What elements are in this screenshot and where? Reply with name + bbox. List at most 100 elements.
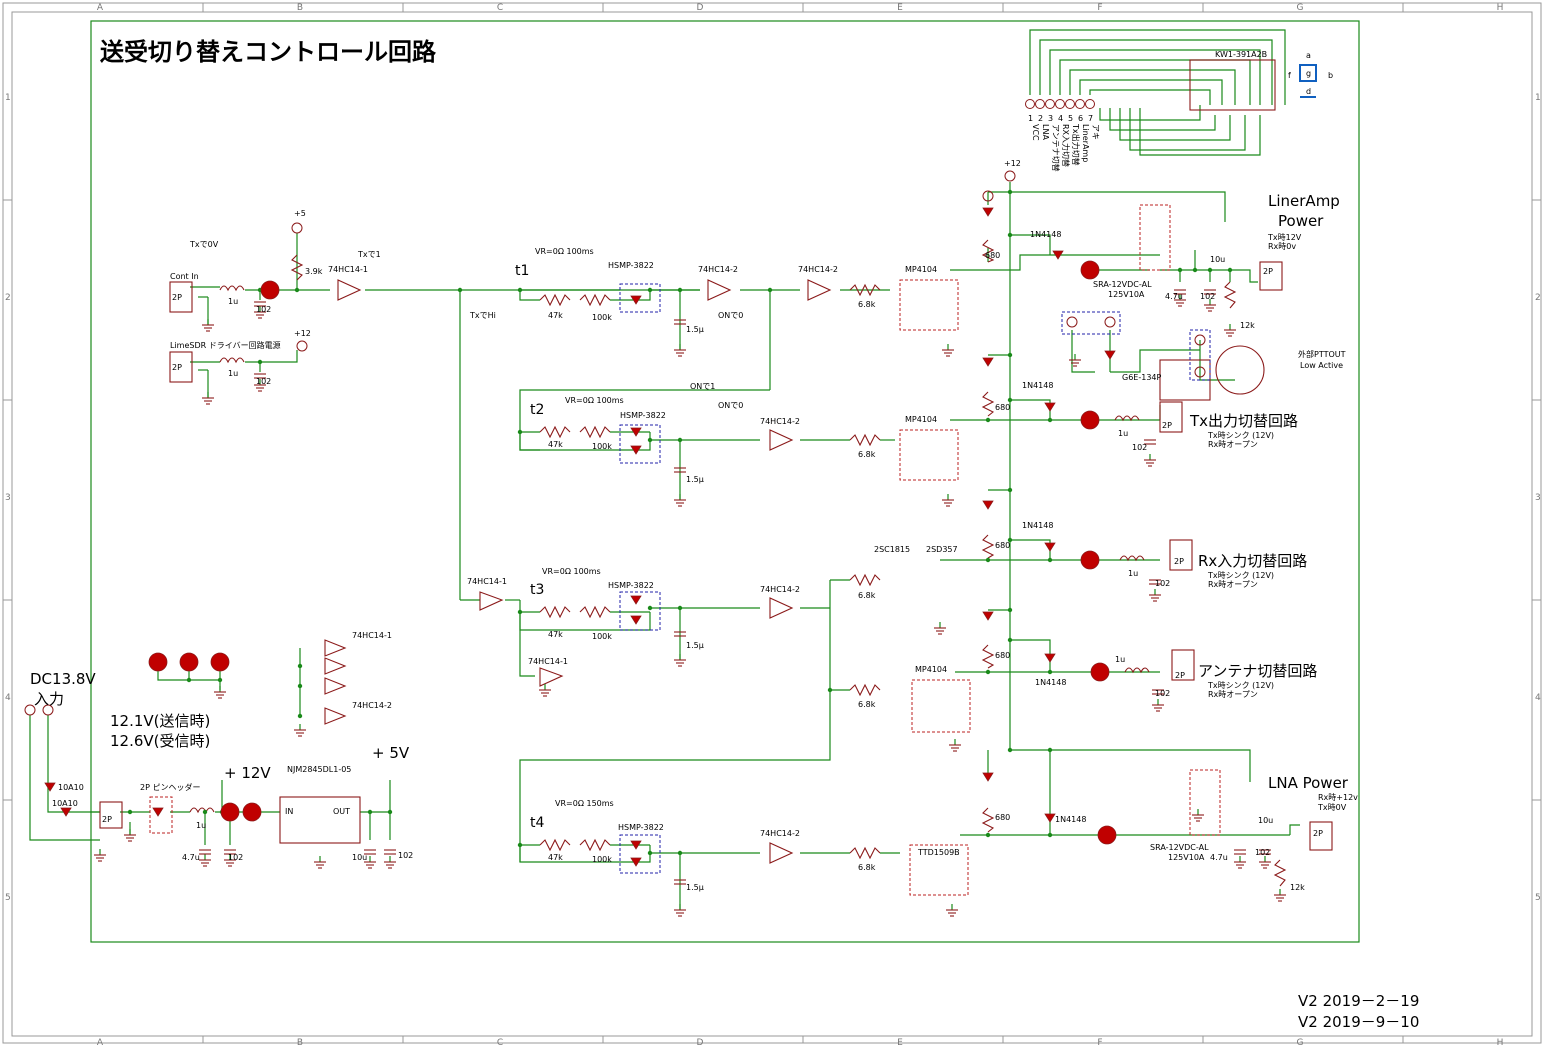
wire-junction — [1047, 417, 1053, 423]
ind-label: 1u — [1115, 655, 1125, 664]
q-mp4104-1 — [899, 279, 959, 331]
inv-11 — [324, 677, 347, 695]
ground-symbol — [949, 739, 961, 752]
diode-symbol — [1044, 542, 1056, 552]
conn-label: 2P — [1263, 267, 1273, 276]
low-active-label: Low Active — [1300, 361, 1343, 370]
ground-symbol — [124, 829, 136, 842]
grid-row-label: 3 — [5, 493, 11, 503]
capacitor — [224, 849, 236, 855]
lna-rx-label: Rx時+12v — [1318, 793, 1358, 802]
cap-label: 102 — [1155, 689, 1170, 698]
cap-label: 10u — [1258, 816, 1273, 825]
res-100k-3 — [579, 605, 611, 619]
ic-label: 74HC14-2 — [760, 585, 800, 594]
grid-row-label: 4 — [5, 693, 11, 703]
power-flag — [1194, 366, 1206, 378]
ground-symbol — [214, 686, 226, 699]
cap-label: 102 — [1200, 292, 1215, 301]
ground-symbol — [1192, 809, 1204, 822]
wire-junction — [217, 677, 223, 683]
vr-label-t1: VR=0Ω 100ms — [535, 247, 594, 256]
capacitor — [364, 849, 376, 855]
res-label: 3.9k — [305, 267, 323, 276]
cap-label: 102 — [1255, 848, 1270, 857]
ground-symbol — [1069, 354, 1081, 367]
ind-2 — [219, 357, 245, 364]
on0-label: ONで0 — [718, 311, 743, 320]
ground-symbol — [1204, 299, 1216, 312]
grid-col-label: G — [1297, 3, 1304, 13]
capacitor — [1259, 849, 1271, 855]
wire-junction — [985, 417, 991, 423]
ground-symbol — [1174, 294, 1186, 307]
open-label: Rx時オープン — [1208, 440, 1258, 449]
diode-symbol — [60, 807, 72, 817]
wire-junction — [1007, 747, 1013, 753]
conn-signal-name: LNA — [1041, 124, 1050, 140]
ground-symbol — [946, 904, 958, 917]
diode-symbol — [982, 500, 994, 510]
wire-junction — [647, 287, 653, 293]
conn-label: 2P — [1175, 671, 1185, 680]
res-68k-1 — [849, 283, 881, 297]
ground-symbol — [202, 319, 214, 332]
transistor-label: MP4104 — [915, 665, 947, 674]
ground-symbol — [674, 654, 686, 667]
wire-junction — [1007, 352, 1013, 358]
relay-label: SRA-12VDC-AL — [1093, 280, 1152, 289]
seg-d-label: d — [1306, 87, 1311, 96]
test-point — [148, 652, 168, 672]
grid-col-label: H — [1497, 1038, 1504, 1048]
res-label: 6.8k — [858, 591, 876, 600]
res-100k-4 — [579, 838, 611, 852]
hsmp-label: HSMP-3822 — [618, 823, 664, 832]
ind-label: 1u — [228, 297, 238, 306]
v-tx-label: 12.1V(送信時) — [110, 712, 210, 730]
dc-in-label: DC13.8V — [30, 670, 96, 688]
ground-symbol — [1144, 454, 1156, 467]
res-label: 12k — [1240, 321, 1255, 330]
conn-signal-name: アンテナ切替 — [1051, 124, 1061, 172]
res-680-2 — [981, 391, 995, 417]
res-68k-5 — [849, 846, 881, 860]
grid-col-label: F — [1097, 1038, 1102, 1048]
cap-label: 1.5μ — [686, 475, 704, 484]
diode-hsmp-2 — [619, 424, 661, 464]
on0-label: ONで0 — [718, 401, 743, 410]
conn-pin — [1075, 99, 1085, 109]
diode-symbol — [152, 807, 164, 817]
capacitor — [674, 879, 686, 885]
test-point — [1080, 550, 1100, 570]
conn-signal-name: RX入力切替 — [1061, 124, 1071, 167]
version-2: V2 2019－9－10 — [1298, 1013, 1419, 1031]
wire-junction — [1047, 747, 1053, 753]
transistor-label: 2SD357 — [926, 545, 958, 554]
conn-lna — [1309, 821, 1333, 851]
conn-label: 2P — [1313, 829, 1323, 838]
power-label: +12 — [1004, 159, 1021, 168]
hsmp-label: HSMP-3822 — [608, 261, 654, 270]
open-label: Rx時オープン — [1208, 580, 1258, 589]
transistor-label: 2SC1815 — [874, 545, 910, 554]
diode-symbol — [1044, 813, 1056, 823]
diode-hsmp-4 — [619, 834, 661, 874]
ic-label: 74HC14-1 — [528, 657, 568, 666]
cont-in-label: Cont In — [170, 272, 199, 281]
res-label: 100k — [592, 855, 612, 864]
res-47k-4 — [539, 838, 571, 852]
v-rx-label: 12.6V(受信時) — [110, 732, 210, 750]
wire-junction — [985, 832, 991, 838]
conn-signal-name: LinerAmp — [1081, 124, 1090, 162]
grid-col-label: D — [697, 1038, 704, 1048]
cap-label: 102 — [1132, 443, 1147, 452]
ptt-box — [1189, 329, 1211, 381]
grid-col-label: E — [897, 3, 903, 13]
grid-col-label: A — [97, 3, 104, 13]
conn-dc — [99, 801, 123, 829]
wire-junction — [1047, 557, 1053, 563]
conn-cont-in — [169, 281, 193, 313]
ind-5 — [1119, 555, 1145, 562]
ground-symbol — [254, 379, 266, 392]
res-68k-4 — [849, 683, 881, 697]
